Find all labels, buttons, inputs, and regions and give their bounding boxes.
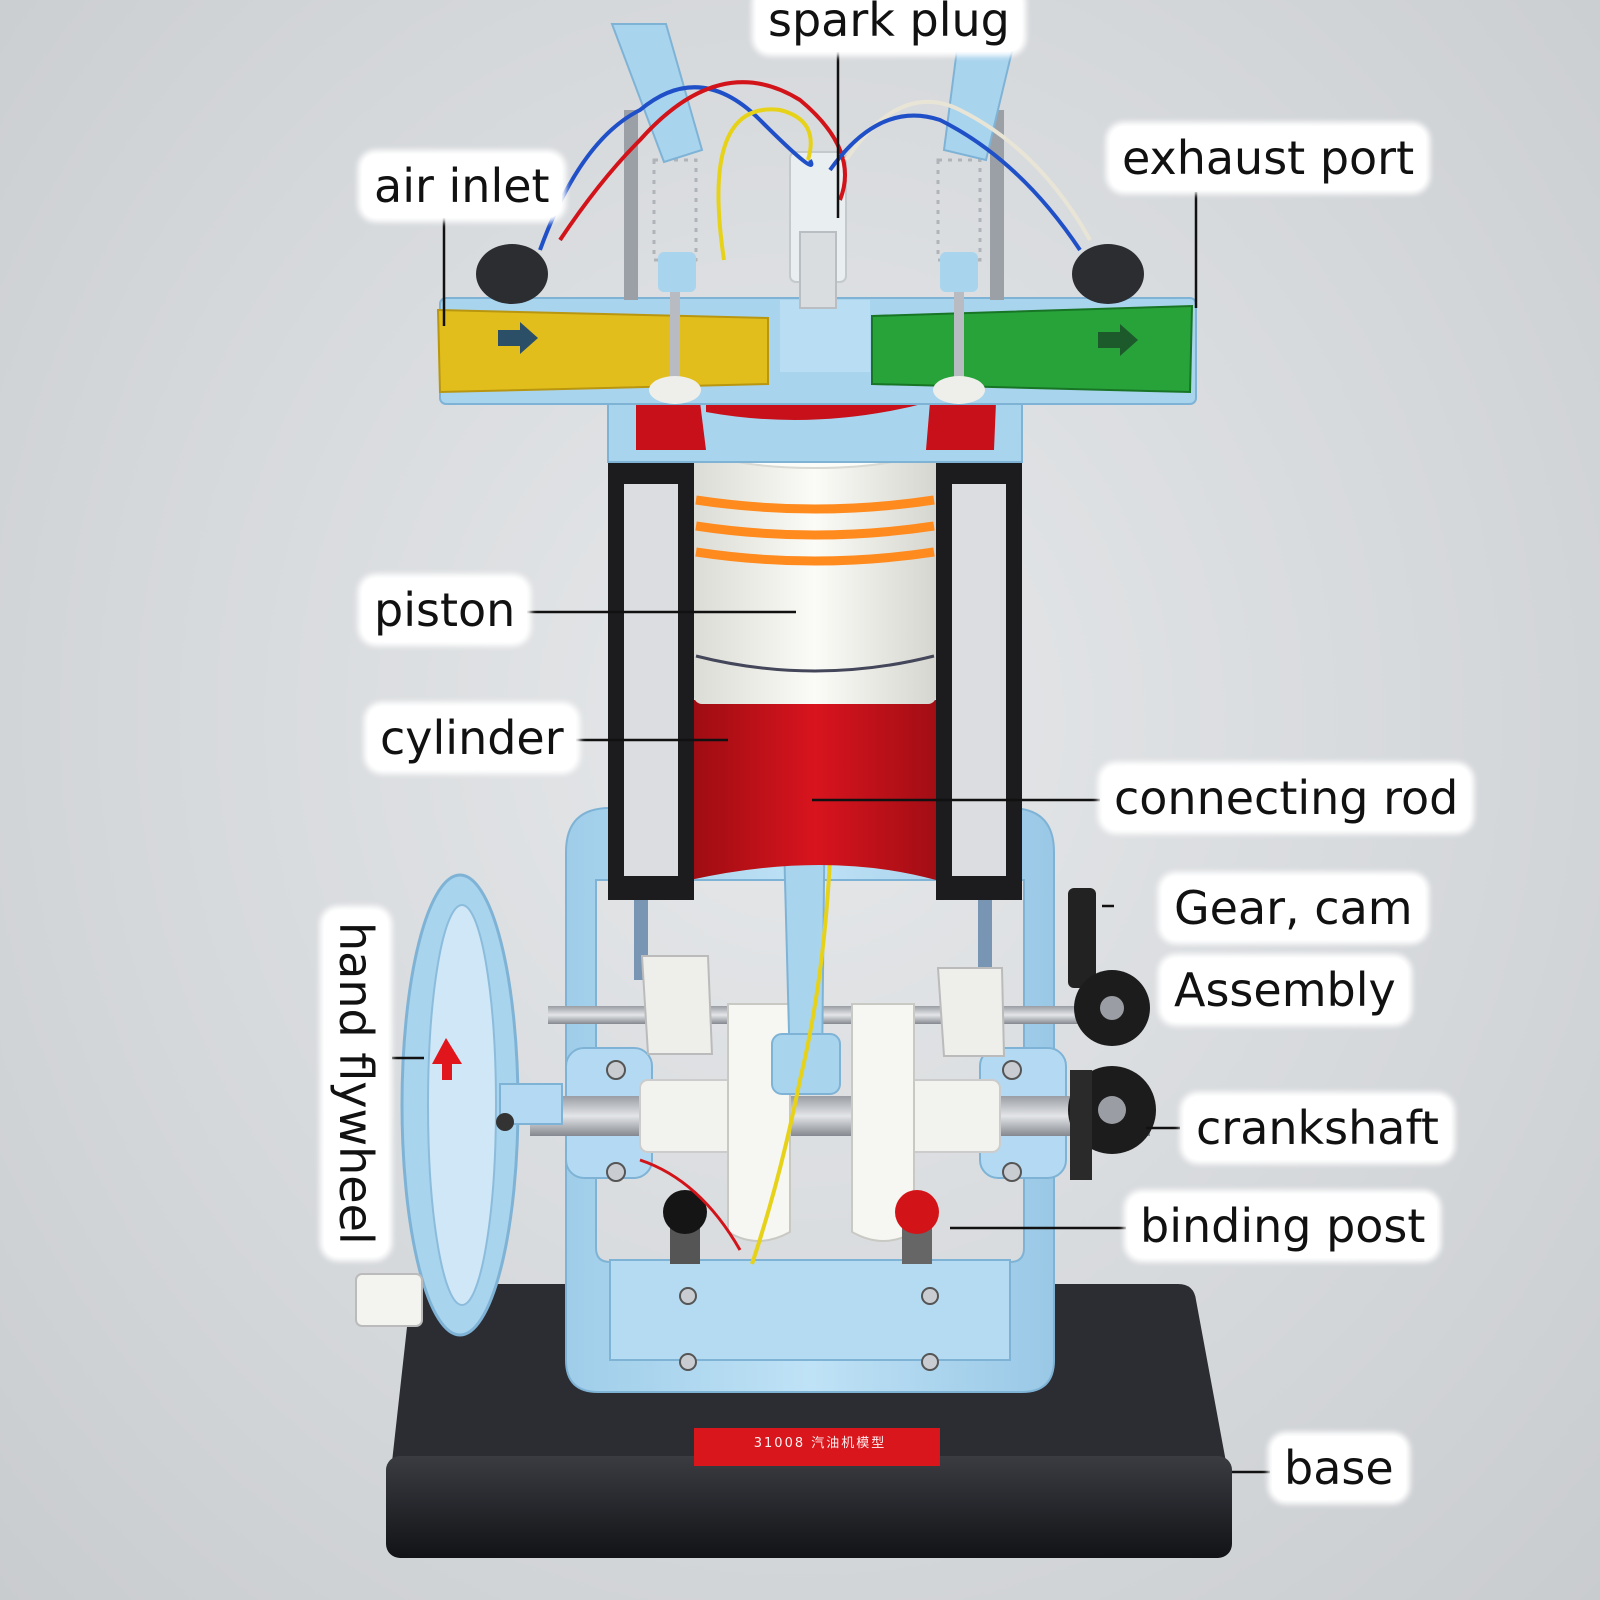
label-gear-cam: Gear, cam (1162, 876, 1425, 940)
gear-cam-assembly (1068, 888, 1156, 1180)
plaque-text: 31008 汽油机模型 (753, 1436, 887, 1451)
intake-sensor (476, 244, 548, 304)
model-plaque (694, 1428, 940, 1466)
exhaust-sensor (1072, 244, 1144, 304)
label-cylinder: cylinder (368, 706, 576, 770)
label-exhaust-port: exhaust port (1110, 126, 1427, 190)
leader-lines (392, 48, 1270, 1474)
crankshaft-shaft (530, 1096, 1150, 1136)
flywheel-handle (355, 1273, 423, 1327)
label-connecting-rod: connecting rod (1102, 766, 1471, 830)
label-binding-post: binding post (1128, 1194, 1438, 1258)
spark-plug-part (789, 151, 847, 309)
rocker-arm-left (610, 23, 704, 164)
exhaust-port-channel (871, 304, 1194, 394)
intake-arrow-icon (498, 322, 538, 354)
cam-right (936, 967, 1006, 1057)
exhaust-arrow-icon (1098, 324, 1138, 356)
label-assembly: Assembly (1162, 958, 1408, 1022)
label-crankshaft: crankshaft (1184, 1096, 1451, 1160)
exhaust-valve (954, 280, 964, 390)
label-piston: piston (362, 578, 528, 642)
label-hand-flywheel: hand flywheel (324, 910, 388, 1257)
push-rod-right (978, 880, 992, 980)
hand-flywheel-wheel (355, 873, 563, 1337)
air-inlet-channel (436, 308, 769, 394)
intake-valve (670, 280, 680, 390)
label-spark-plug: spark plug (756, 0, 1022, 52)
binding-posts (663, 1190, 939, 1264)
label-base: base (1272, 1436, 1406, 1500)
rotation-arrow-icon (432, 1038, 462, 1080)
camshaft (548, 1006, 1128, 1024)
cylinder-liner (688, 700, 942, 880)
cylinder-block (608, 460, 1022, 900)
cam-left (640, 955, 714, 1055)
label-air-inlet: air inlet (362, 154, 562, 218)
